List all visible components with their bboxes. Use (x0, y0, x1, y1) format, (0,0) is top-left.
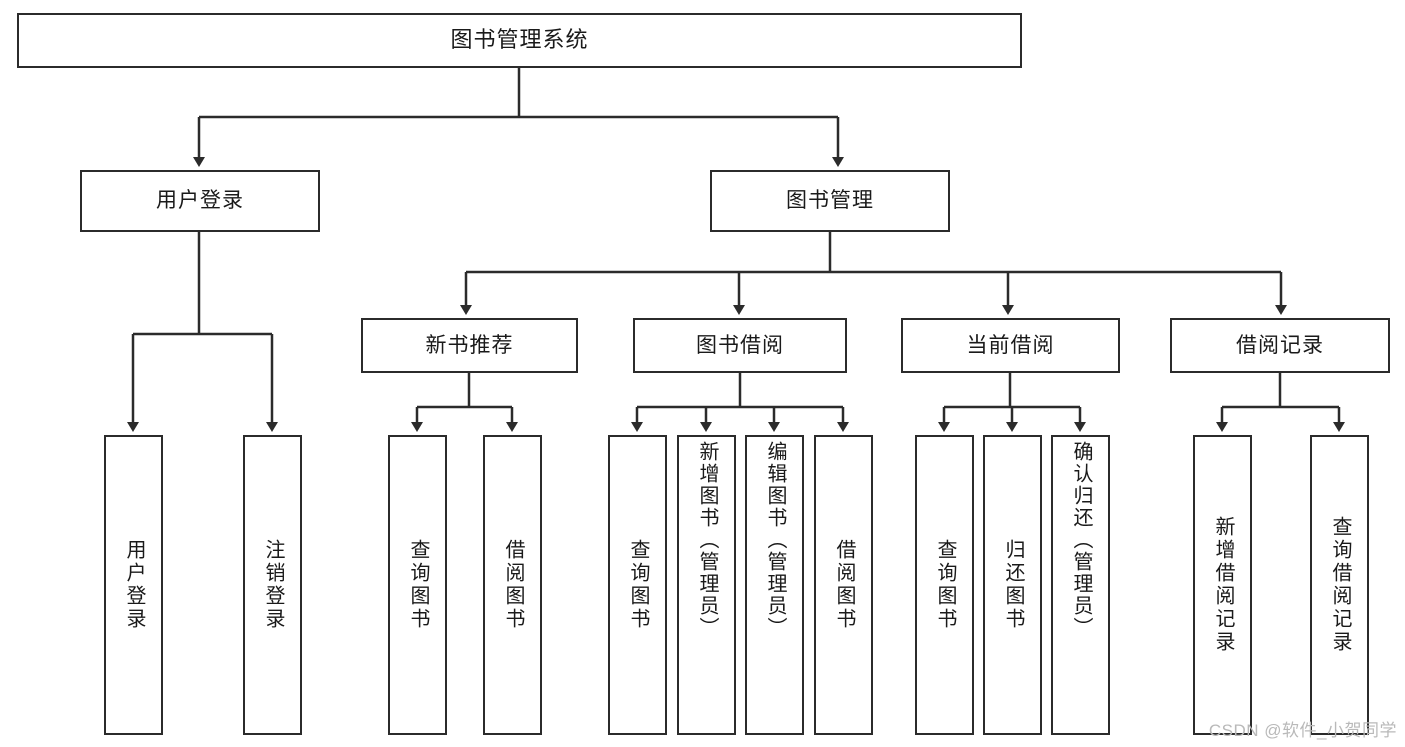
leaf-query-book-rec-label: 查询图书 (407, 539, 429, 631)
leaf-return-book[interactable]: 归还图书 (983, 435, 1042, 735)
leaf-add-record-label: 新增借阅记录 (1212, 516, 1234, 654)
leaf-logout-label: 注销登录 (262, 539, 284, 631)
leaf-add-record[interactable]: 新增借阅记录 (1193, 435, 1252, 735)
node-borrow-record-label: 借阅记录 (1236, 333, 1324, 357)
leaf-confirm-return-label: 确认归还（管理员） (1070, 441, 1092, 639)
leaf-borrow-book-label: 借阅图书 (833, 539, 855, 631)
node-user-login-label: 用户登录 (156, 189, 244, 213)
node-book-borrow[interactable]: 图书借阅 (633, 318, 847, 373)
leaf-borrow-book[interactable]: 借阅图书 (814, 435, 873, 735)
leaf-query-book-borrow[interactable]: 查询图书 (608, 435, 667, 735)
node-new-book-rec[interactable]: 新书推荐 (361, 318, 578, 373)
node-new-book-rec-label: 新书推荐 (425, 333, 514, 357)
node-book-borrow-label: 图书借阅 (696, 333, 784, 357)
leaf-return-book-label: 归还图书 (1002, 539, 1024, 631)
leaf-user-login-label: 用户登录 (123, 539, 145, 631)
leaf-borrow-book-rec[interactable]: 借阅图书 (483, 435, 542, 735)
node-current-borrow-label: 当前借阅 (966, 333, 1055, 357)
node-root-label: 图书管理系统 (450, 27, 589, 53)
node-book-manage[interactable]: 图书管理 (710, 170, 950, 232)
leaf-query-book-cur[interactable]: 查询图书 (915, 435, 974, 735)
node-current-borrow[interactable]: 当前借阅 (901, 318, 1120, 373)
node-root[interactable]: 图书管理系统 (17, 13, 1022, 68)
watermark: CSDN @软件_小贺同学 (1208, 721, 1397, 740)
leaf-query-record-label: 查询借阅记录 (1329, 516, 1351, 654)
node-book-manage-label: 图书管理 (786, 189, 874, 213)
leaf-edit-book-label: 编辑图书（管理员） (764, 441, 786, 639)
node-user-login[interactable]: 用户登录 (80, 170, 320, 232)
leaf-logout[interactable]: 注销登录 (243, 435, 302, 735)
leaf-query-book-rec[interactable]: 查询图书 (388, 435, 447, 735)
leaf-add-book-label: 新增图书（管理员） (696, 441, 718, 639)
leaf-confirm-return[interactable]: 确认归还（管理员） (1051, 435, 1110, 735)
leaf-add-book[interactable]: 新增图书（管理员） (677, 435, 736, 735)
node-borrow-record[interactable]: 借阅记录 (1170, 318, 1390, 373)
leaf-query-record[interactable]: 查询借阅记录 (1310, 435, 1369, 735)
leaf-query-book-borrow-label: 查询图书 (627, 539, 649, 631)
leaf-user-login[interactable]: 用户登录 (104, 435, 163, 735)
leaf-borrow-book-rec-label: 借阅图书 (502, 539, 524, 631)
leaf-edit-book[interactable]: 编辑图书（管理员） (745, 435, 804, 735)
leaf-query-book-cur-label: 查询图书 (934, 539, 956, 631)
